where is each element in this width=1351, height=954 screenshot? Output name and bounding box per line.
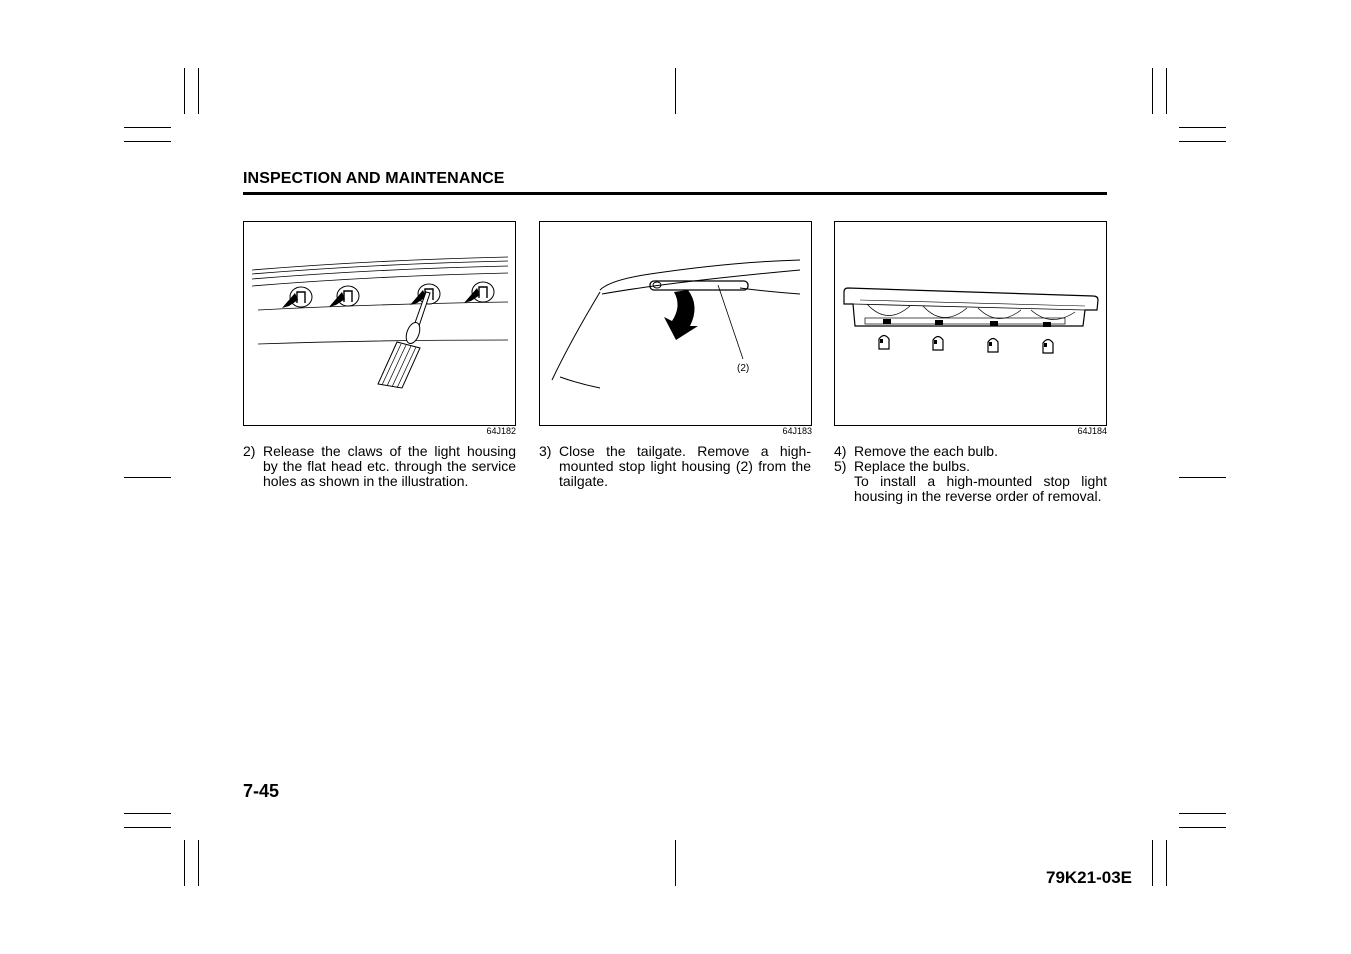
figure-code-1: 64J182 bbox=[486, 426, 516, 436]
step-number: 2) bbox=[243, 443, 256, 459]
step-3: 3) Close the tailgate. Remove a high-mou… bbox=[539, 444, 811, 492]
step-text: Replace the bulbs. bbox=[854, 458, 970, 474]
step-5-note: To install a high-mounted stop light hou… bbox=[834, 474, 1107, 506]
header-rule bbox=[243, 192, 1107, 195]
release-claws-illustration bbox=[251, 256, 509, 389]
bulbs-illustration bbox=[843, 287, 1099, 354]
step-4: 4) Remove the each bulb. bbox=[834, 444, 1107, 460]
step-text: To install a high-mounted stop light hou… bbox=[854, 473, 1107, 504]
figure-tailgate: (2) bbox=[539, 221, 812, 426]
step-2: 2) Release the claws of the light housin… bbox=[243, 444, 516, 492]
step-number: 4) bbox=[834, 443, 847, 459]
step-number: 5) bbox=[834, 458, 847, 474]
figure-code-2: 64J183 bbox=[782, 426, 812, 436]
step-text: Remove the each bulb. bbox=[854, 443, 998, 459]
tailgate-illustration: (2) bbox=[551, 259, 801, 389]
section-title: INSPECTION AND MAINTENANCE bbox=[243, 170, 505, 187]
step-number: 3) bbox=[539, 443, 552, 459]
figure-bulbs bbox=[834, 221, 1107, 426]
page-number: 7-45 bbox=[243, 781, 280, 801]
step-5: 5) Replace the bulbs. bbox=[834, 459, 1107, 475]
document-code: 79K21-03E bbox=[1046, 868, 1133, 887]
callout-label: (2) bbox=[737, 363, 749, 374]
figure-release-claws bbox=[243, 221, 516, 426]
figure-code-3: 64J184 bbox=[1077, 426, 1107, 436]
step-text: Release the claws of the light housing b… bbox=[263, 443, 516, 489]
step-text: Close the tailgate. Remove a high-mounte… bbox=[559, 443, 811, 489]
